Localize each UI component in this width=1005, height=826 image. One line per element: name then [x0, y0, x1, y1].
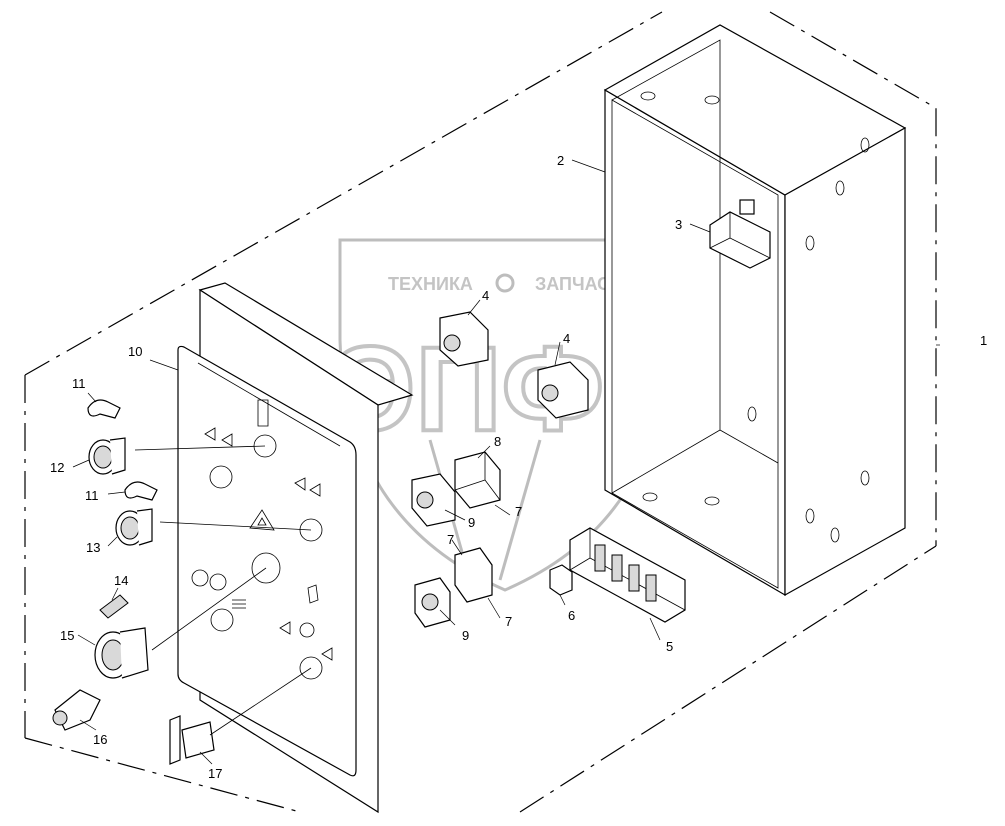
callout-10: 10 [128, 344, 142, 359]
fuse-part [99, 594, 129, 619]
housing-box [603, 24, 907, 597]
callout-labels: 1 2 3 4 4 5 6 7 7 7 8 9 9 10 11 11 12 13… [50, 153, 987, 781]
front-panel [177, 345, 357, 777]
terminal-strip [569, 527, 686, 623]
switch-upper [439, 311, 489, 367]
indicator-lamp-lower [115, 508, 153, 546]
callout-7b: 7 [447, 532, 454, 547]
callout-4a: 4 [482, 288, 489, 303]
large-lamp [94, 627, 149, 679]
switch-middle [537, 361, 589, 419]
watermark-text-left: ТЕХНИКА [388, 274, 473, 294]
bulb-upper [87, 399, 121, 419]
leader-lines [72, 159, 711, 765]
assembly-envelope [24, 11, 940, 813]
callout-13: 13 [86, 540, 100, 555]
callout-9b: 9 [462, 628, 469, 643]
callout-15: 15 [60, 628, 74, 643]
indicator-lamp-upper [88, 437, 126, 475]
callout-2: 2 [557, 153, 564, 168]
callout-8: 8 [494, 434, 501, 449]
callout-17: 17 [208, 766, 222, 781]
callout-11b: 11 [85, 488, 99, 503]
switch-block [454, 547, 493, 603]
gear-icon [495, 273, 515, 293]
callout-11a: 11 [72, 376, 86, 391]
bulb-lower [124, 481, 158, 501]
relay-part [454, 451, 501, 509]
bracket-part [709, 199, 771, 269]
switch-left [411, 473, 456, 527]
callout-14: 14 [114, 573, 128, 588]
callout-5: 5 [666, 639, 673, 654]
ignition-switch [52, 689, 101, 731]
callout-6: 6 [568, 608, 575, 623]
callout-16: 16 [93, 732, 107, 747]
callout-9a: 9 [468, 515, 475, 530]
connector-part [549, 564, 573, 596]
callout-7a: 7 [515, 504, 522, 519]
rear-switch [169, 715, 215, 765]
switch-lower [414, 577, 451, 628]
callout-12: 12 [50, 460, 64, 475]
callout-7c: 7 [505, 614, 512, 629]
callout-1: 1 [980, 333, 987, 348]
callout-3: 3 [675, 217, 682, 232]
callout-4b: 4 [563, 331, 570, 346]
